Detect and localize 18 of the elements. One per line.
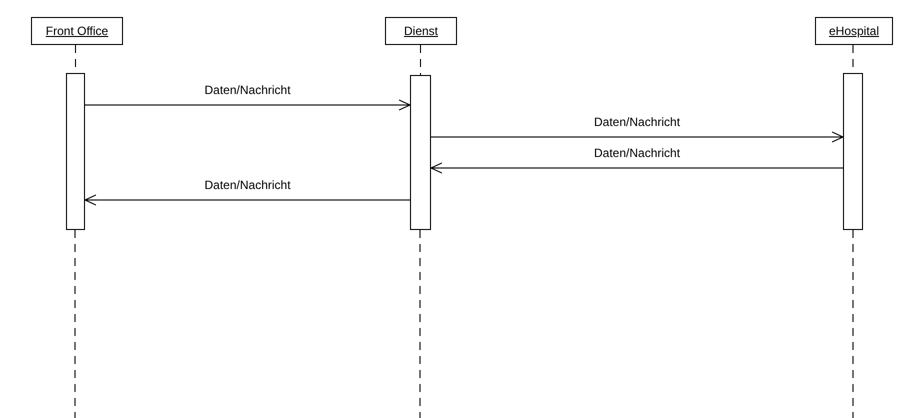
message-arrow: [430, 162, 844, 174]
message-arrow: [84, 194, 410, 206]
participant-box: [31, 17, 123, 45]
activation-bar: [66, 73, 85, 230]
activation-bar: [843, 73, 863, 230]
participant-name: Dienst: [404, 24, 438, 38]
participant-box: [815, 17, 893, 45]
edge-label: Daten/Nachricht: [592, 146, 682, 160]
edge-label: Daten/Nachricht: [202, 178, 293, 192]
activation-bar: [410, 75, 431, 230]
edge-label: Daten/Nachricht: [202, 83, 293, 97]
message-arrow: [84, 100, 410, 110]
participant-box: [385, 17, 457, 45]
lifeline: [420, 44, 421, 76]
participant-name: Front Office: [46, 24, 108, 38]
message-arrow: [430, 132, 844, 142]
participant-name: eHospital: [828, 24, 880, 38]
edge-label: Daten/Nachricht: [592, 115, 682, 129]
